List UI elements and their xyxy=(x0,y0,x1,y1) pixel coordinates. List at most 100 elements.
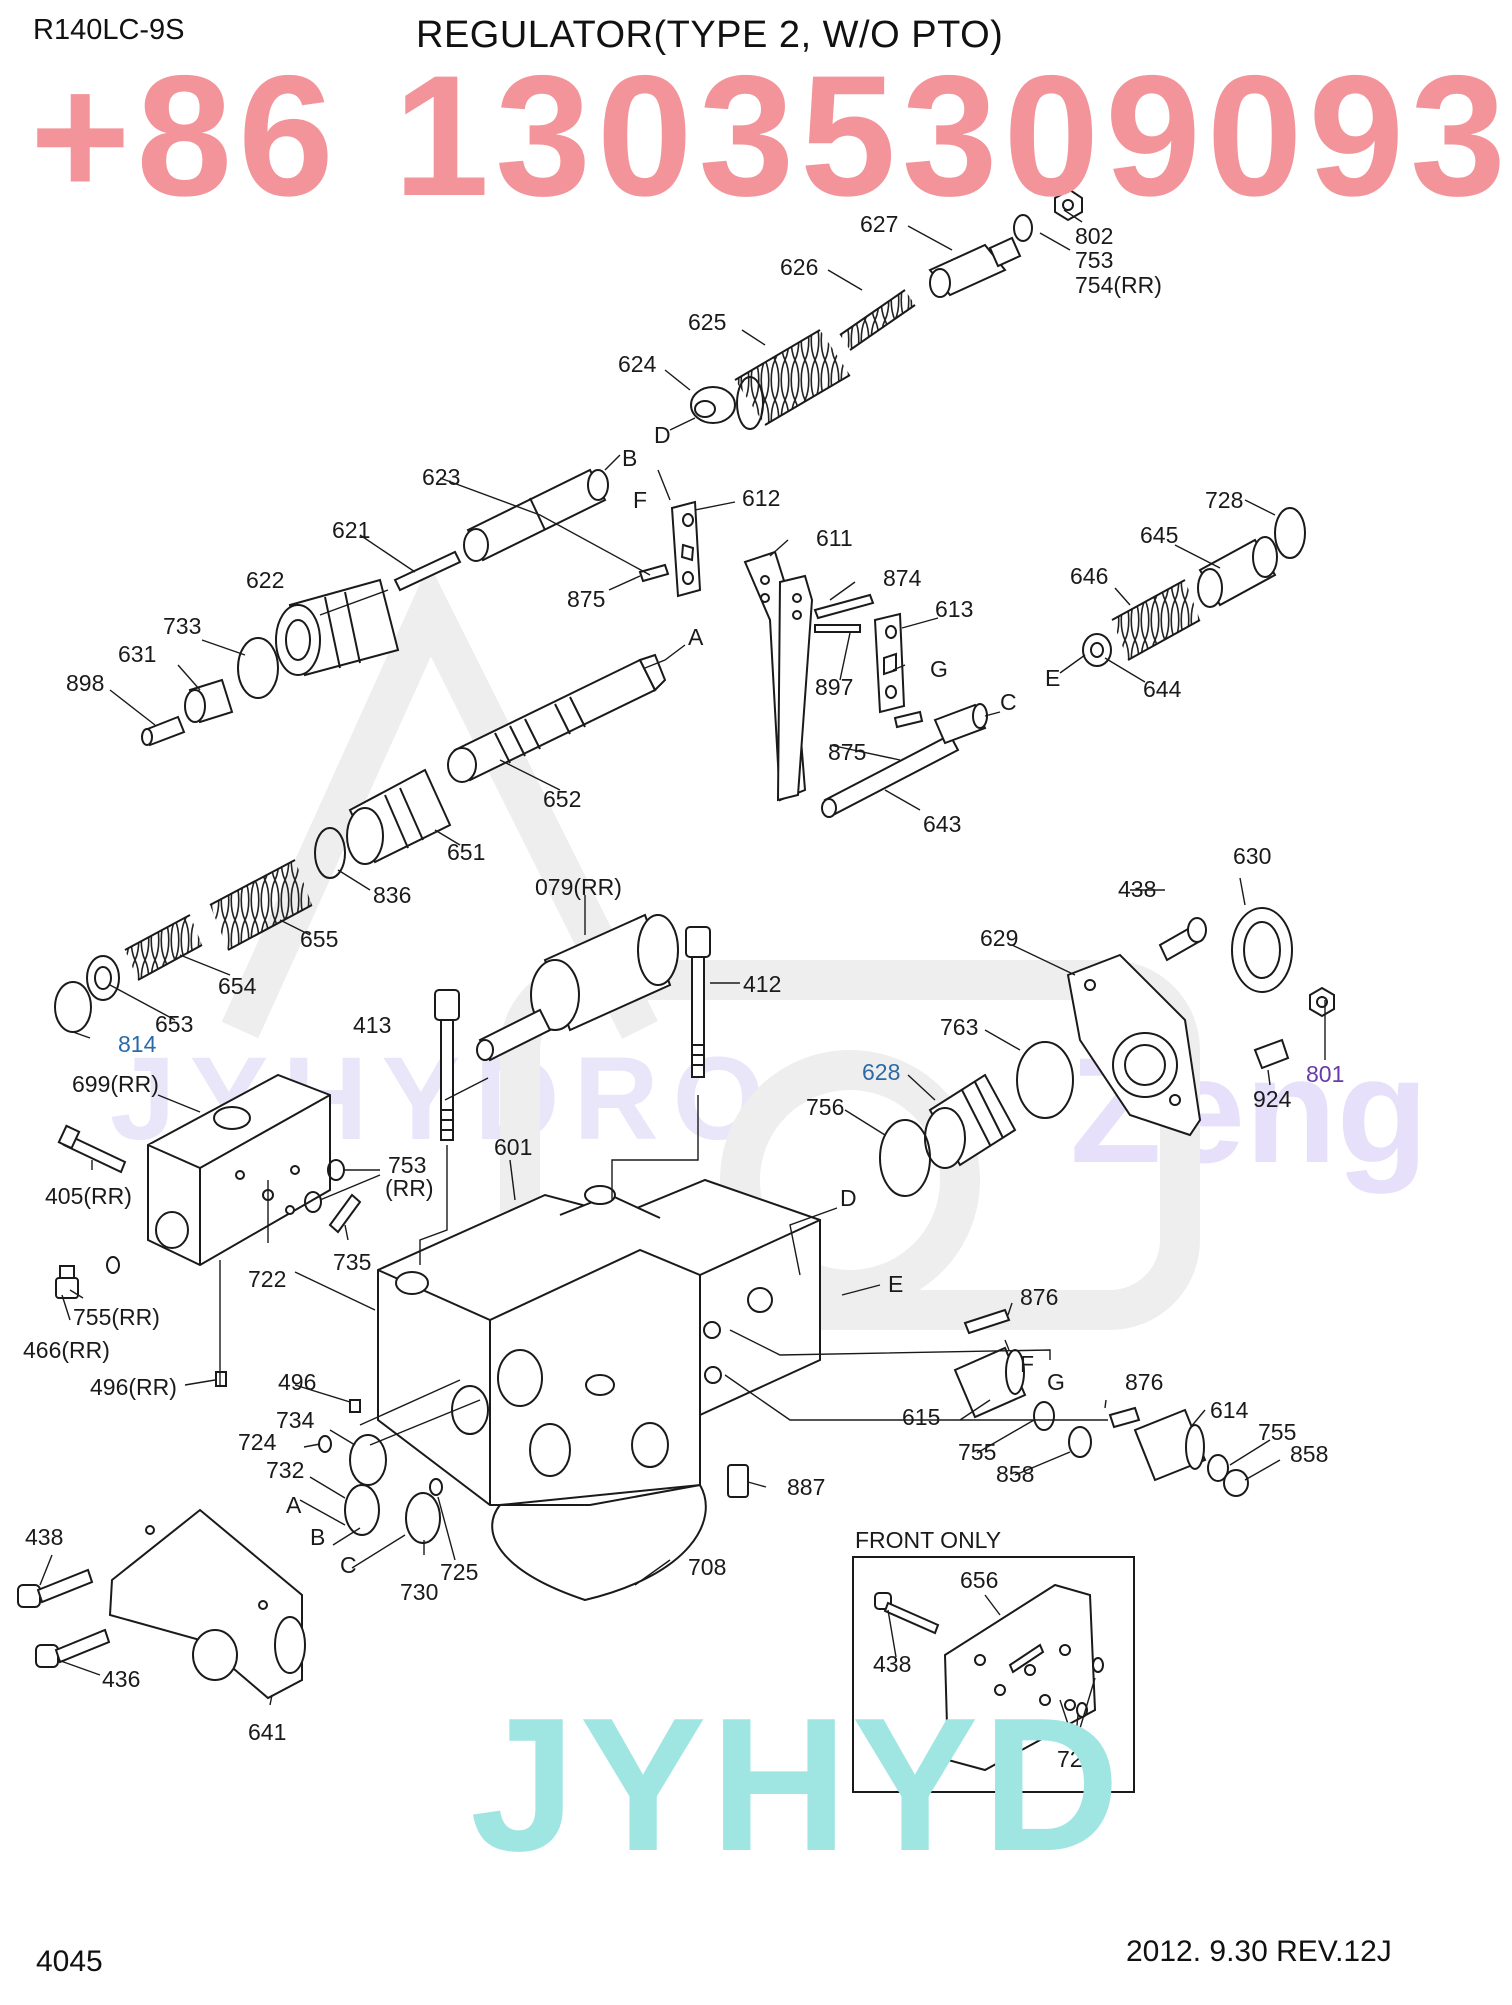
sleeve-651 xyxy=(346,768,452,865)
callout-730: 730 xyxy=(400,1579,438,1605)
plug-628 xyxy=(924,1073,1017,1169)
o-ring-763 xyxy=(1016,1041,1074,1119)
nut-801 xyxy=(1309,986,1335,1018)
callout-654: 654 xyxy=(218,973,257,999)
regulator-body-601 xyxy=(377,1178,821,1602)
o-ring-755-right xyxy=(1207,1454,1229,1482)
callout-496: 496 xyxy=(278,1369,316,1395)
spring-seat-624 xyxy=(690,386,736,424)
callout-e-upper: E xyxy=(1045,665,1060,691)
callout-613: 613 xyxy=(935,596,973,622)
callout-627: 627 xyxy=(860,211,898,237)
callout-655: 655 xyxy=(300,926,338,952)
callout-e-lower: E xyxy=(888,1271,903,1297)
bolt-412 xyxy=(685,926,711,1078)
sleeve-623 xyxy=(463,468,609,562)
callout-653: 653 xyxy=(155,1011,193,1037)
spring-625 xyxy=(734,329,851,430)
pin-875 xyxy=(638,563,924,729)
bolt-438-inset xyxy=(874,1592,940,1635)
callout-724: 724 xyxy=(238,1429,277,1455)
callout-f-lower: F xyxy=(1020,1351,1034,1377)
callout-d-upper: D xyxy=(654,422,671,448)
pin-876-lower xyxy=(1108,1406,1141,1429)
snap-ring-858-left xyxy=(1068,1426,1092,1458)
callout-858-right: 858 xyxy=(1290,1441,1328,1467)
bolt-436 xyxy=(35,1628,111,1668)
callout-763: 763 xyxy=(940,1014,978,1040)
callout-612: 612 xyxy=(742,485,780,511)
page-title: REGULATOR(TYPE 2, W/O PTO) xyxy=(416,14,1004,56)
callout-c-lower: C xyxy=(340,1552,357,1578)
pin-898 xyxy=(141,715,186,747)
callout-f-upper: F xyxy=(633,487,647,513)
callout-722: 722 xyxy=(248,1266,286,1292)
callout-814: 814 xyxy=(118,1031,157,1057)
callout-413: 413 xyxy=(353,1012,391,1038)
o-ring-732 xyxy=(344,1484,380,1536)
callout-611: 611 xyxy=(816,525,853,551)
spring-seat-653 xyxy=(86,955,120,1001)
bolt-413 xyxy=(434,989,460,1141)
parts-diagram-sheet: JYHYDRO Zeng xyxy=(17,14,1506,1978)
callout-732: 732 xyxy=(266,1457,304,1483)
callout-466rr: 466(RR) xyxy=(23,1337,110,1363)
callout-c-upper: C xyxy=(1000,689,1017,715)
nut-802 xyxy=(1054,188,1083,222)
o-ring-734 xyxy=(349,1434,387,1486)
callout-876-upper: 876 xyxy=(1020,1284,1058,1310)
stopper-631 xyxy=(184,678,234,724)
o-ring-753 xyxy=(1013,214,1033,242)
o-ring-725 xyxy=(429,1478,443,1496)
pin-735 xyxy=(328,1193,362,1234)
cover-641 xyxy=(108,1508,306,1700)
front-only-inset-frame xyxy=(852,1556,1135,1793)
bolt-438-left xyxy=(17,1568,94,1608)
spring-654 xyxy=(124,914,203,981)
o-ring-724 xyxy=(318,1435,332,1453)
brand-watermark: JYHYD xyxy=(470,1679,1124,1891)
callout-874: 874 xyxy=(883,565,922,591)
callout-614: 614 xyxy=(1210,1397,1249,1423)
spring-626 xyxy=(839,289,916,351)
o-ring-730 xyxy=(405,1492,441,1544)
snap-ring-858-right xyxy=(1223,1469,1249,1497)
spring-655 xyxy=(209,859,313,951)
callout-615: 615 xyxy=(902,1404,940,1430)
callout-651: 651 xyxy=(447,839,485,865)
exploded-view-drawing: 627 802 753 754(RR) 626 625 624 D 623 B … xyxy=(17,188,1344,1793)
lever-613 xyxy=(873,612,906,714)
callout-875-upper: 875 xyxy=(567,586,605,612)
leader-lines xyxy=(39,209,1326,1746)
callout-644: 644 xyxy=(1143,676,1182,702)
callout-708: 708 xyxy=(688,1554,726,1580)
callout-646: 646 xyxy=(1070,563,1108,589)
callout-755-right: 755 xyxy=(1258,1419,1296,1445)
inset-title: FRONT ONLY xyxy=(855,1527,1001,1553)
o-ring-728 xyxy=(1274,507,1306,559)
piston-621 xyxy=(393,550,462,592)
o-ring-753-rr xyxy=(304,1159,345,1213)
callout-405rr: 405(RR) xyxy=(45,1183,132,1209)
pin-876-upper xyxy=(963,1308,1011,1335)
callout-438-inset: 438 xyxy=(873,1651,911,1677)
o-ring-755-left xyxy=(1033,1401,1055,1431)
page-number: 4045 xyxy=(36,1945,103,1978)
pin-496 xyxy=(349,1399,361,1413)
snap-ring-814 xyxy=(54,981,92,1033)
proportional-valve-079 xyxy=(476,913,679,1062)
callout-887: 887 xyxy=(787,1474,825,1500)
callout-b-upper: B xyxy=(622,445,637,471)
callout-d-lower: D xyxy=(840,1185,857,1211)
callout-438-upper: 438 xyxy=(1118,876,1156,902)
callout-438-left: 438 xyxy=(25,1524,63,1550)
pin-887 xyxy=(727,1464,749,1498)
callout-735: 735 xyxy=(333,1249,371,1275)
plate-656 xyxy=(943,1583,1104,1772)
o-ring-755-rr xyxy=(106,1256,120,1274)
callout-734: 734 xyxy=(276,1407,315,1433)
callout-753-rr: 753 xyxy=(388,1152,426,1178)
callout-a-lower: A xyxy=(286,1492,302,1518)
pin-874 xyxy=(813,593,875,620)
callout-836: 836 xyxy=(373,882,411,908)
